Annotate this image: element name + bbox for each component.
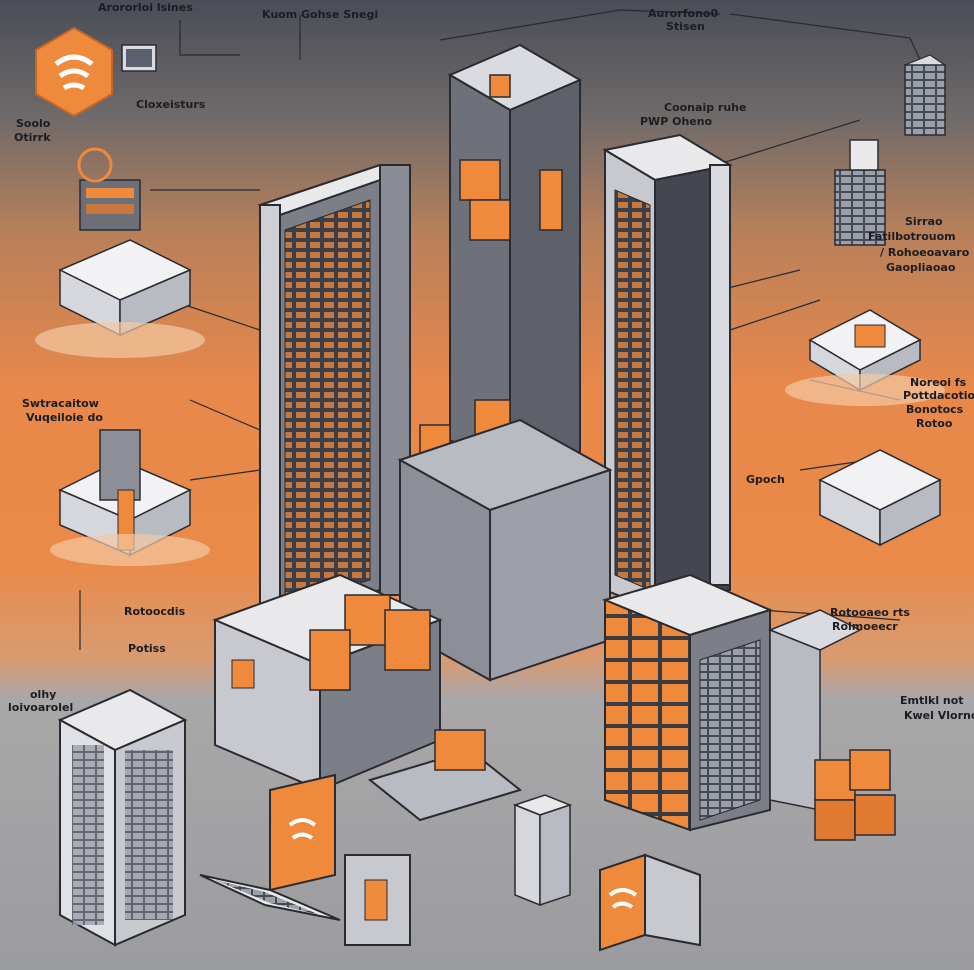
- workstation: [344, 729, 523, 946]
- left-device-1: [35, 239, 205, 358]
- right-device-printer: [818, 449, 942, 547]
- lower-right-cluster: [601, 573, 862, 832]
- label-right-4: Gaopliaoao: [886, 261, 956, 274]
- label-left-1: Soolo: [16, 117, 51, 130]
- label-right-mid-4: Rotoo: [916, 417, 953, 430]
- main-rack-right: [602, 133, 733, 612]
- label-left-2: Otirrk: [14, 131, 51, 144]
- lower-left-cluster: [212, 573, 443, 792]
- label-right-mid-2: Pottdacotion: [903, 389, 974, 402]
- label-left-mid-2: Vuqeiloie do: [26, 411, 103, 424]
- monitor-icon: [121, 44, 157, 72]
- right-server-2: [834, 139, 886, 246]
- label-left-mid-1: Swtracaitow: [22, 397, 99, 410]
- label-right-2: Fatilbotrouom: [868, 230, 956, 243]
- label-cloud-left: Cloxeisturs: [136, 98, 206, 111]
- box-stack: [814, 749, 896, 841]
- label-top-center: Kuom Gohse Snegi: [262, 8, 379, 21]
- central-tower: [419, 43, 583, 472]
- label-right-low-2: Rolmoeecr: [832, 620, 898, 633]
- label-left-bottom-1: Potiss: [128, 642, 166, 655]
- label-left-low-1: Rotoocdis: [124, 605, 186, 618]
- left-device-2: [77, 147, 141, 231]
- bottom-tower: [512, 794, 573, 907]
- label-top-right-1: Aurorfono0: [648, 7, 719, 20]
- laptop-icon: [199, 773, 341, 921]
- glass-cabinet: [57, 688, 188, 947]
- label-center-right-1: Coonaip ruhe: [664, 101, 747, 114]
- label-right-mid-3: Bonotocs: [906, 403, 964, 416]
- main-rack-left: [257, 163, 411, 622]
- label-right-mid-1: Noreoi fs: [910, 376, 967, 389]
- label-right-gpu: Gpoch: [746, 473, 785, 486]
- label-top-left: Arororloi lsines: [98, 1, 193, 14]
- brand-logo-icon: [35, 26, 113, 118]
- label-right-1: Sirrao: [905, 215, 943, 228]
- label-right-bottom-2: Kwel Vlorno: [904, 709, 974, 722]
- label-top-right-2: Stisen: [666, 20, 705, 33]
- right-server-1: [903, 54, 947, 136]
- right-device-orange-box: [785, 309, 945, 406]
- label-right-3: / Rohoeoavaro: [880, 246, 970, 259]
- wifi-stack-icon: [599, 853, 701, 952]
- label-center-right-2: PWP Oheno: [640, 115, 713, 128]
- label-left-bottom-2: olhy: [30, 688, 57, 701]
- label-right-low-1: Rotooaeo rts: [830, 606, 910, 619]
- label-right-bottom-1: Emtlkl not: [900, 694, 964, 707]
- label-left-bottom-3: loivoarolel: [8, 701, 74, 714]
- left-device-3: [50, 429, 210, 566]
